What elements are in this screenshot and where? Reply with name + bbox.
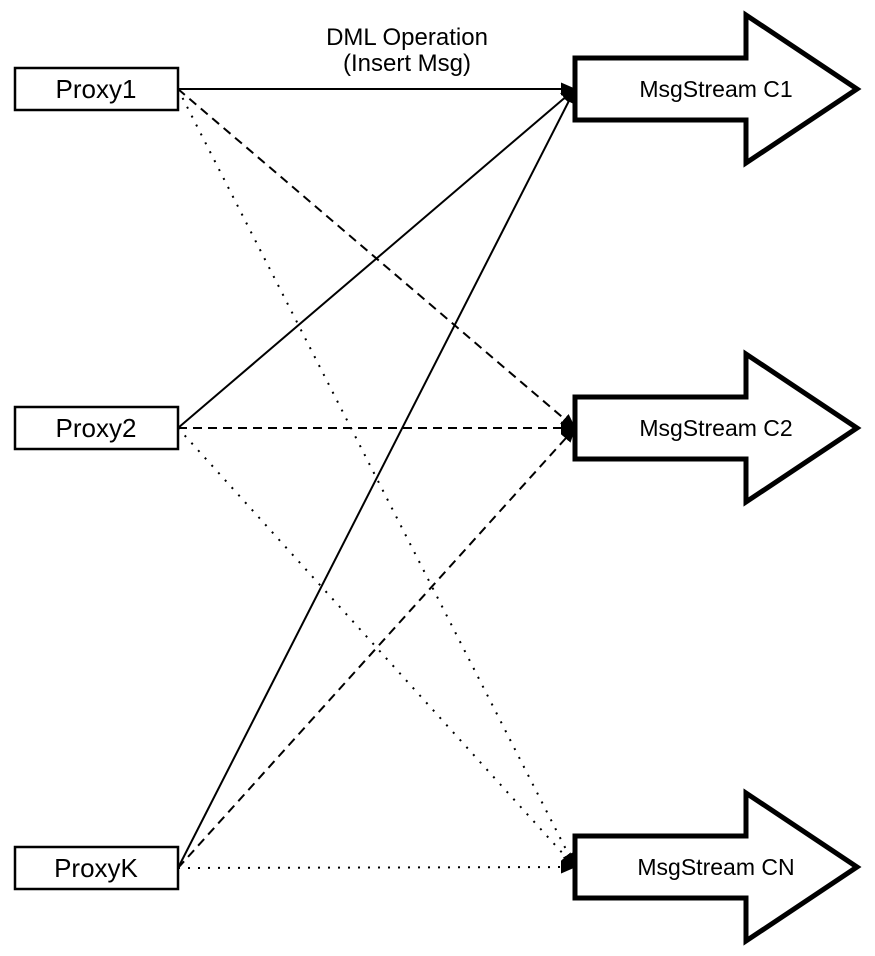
msgstream-c1-arrow xyxy=(572,10,862,168)
edge-proxyk-to-cn xyxy=(177,860,576,874)
msgstream-c2-label: MsgStream C2 xyxy=(639,415,792,441)
msgstream-c1-label: MsgStream C1 xyxy=(639,76,792,102)
edge-proxyk-to-c2 xyxy=(177,427,576,869)
msgstream-cn-arrow xyxy=(572,788,862,946)
dml-operation-label-line1: DML Operation xyxy=(326,24,488,51)
edge-proxyk-to-c1 xyxy=(177,88,576,869)
proxy2-box xyxy=(13,405,180,451)
msgstream-c2-arrow xyxy=(572,349,862,507)
edges-group xyxy=(177,82,576,874)
proxy-nodes-group: Proxy1 Proxy2 ProxyK xyxy=(13,66,180,891)
proxyk-box xyxy=(13,845,180,891)
annotation-group: DML Operation (Insert Msg) xyxy=(326,24,488,77)
dml-operation-label-line2: (Insert Msg) xyxy=(343,50,471,77)
edge-proxy2-to-c1 xyxy=(177,88,576,429)
proxy2-label: Proxy2 xyxy=(56,413,137,443)
msgstream-cn-label: MsgStream CN xyxy=(637,854,794,880)
proxy1-box xyxy=(13,66,180,112)
stream-nodes-group: MsgStream C1 MsgStream C2 MsgStream CN xyxy=(572,10,862,946)
proxy1-label: Proxy1 xyxy=(56,74,137,104)
proxyk-label: ProxyK xyxy=(54,853,138,883)
